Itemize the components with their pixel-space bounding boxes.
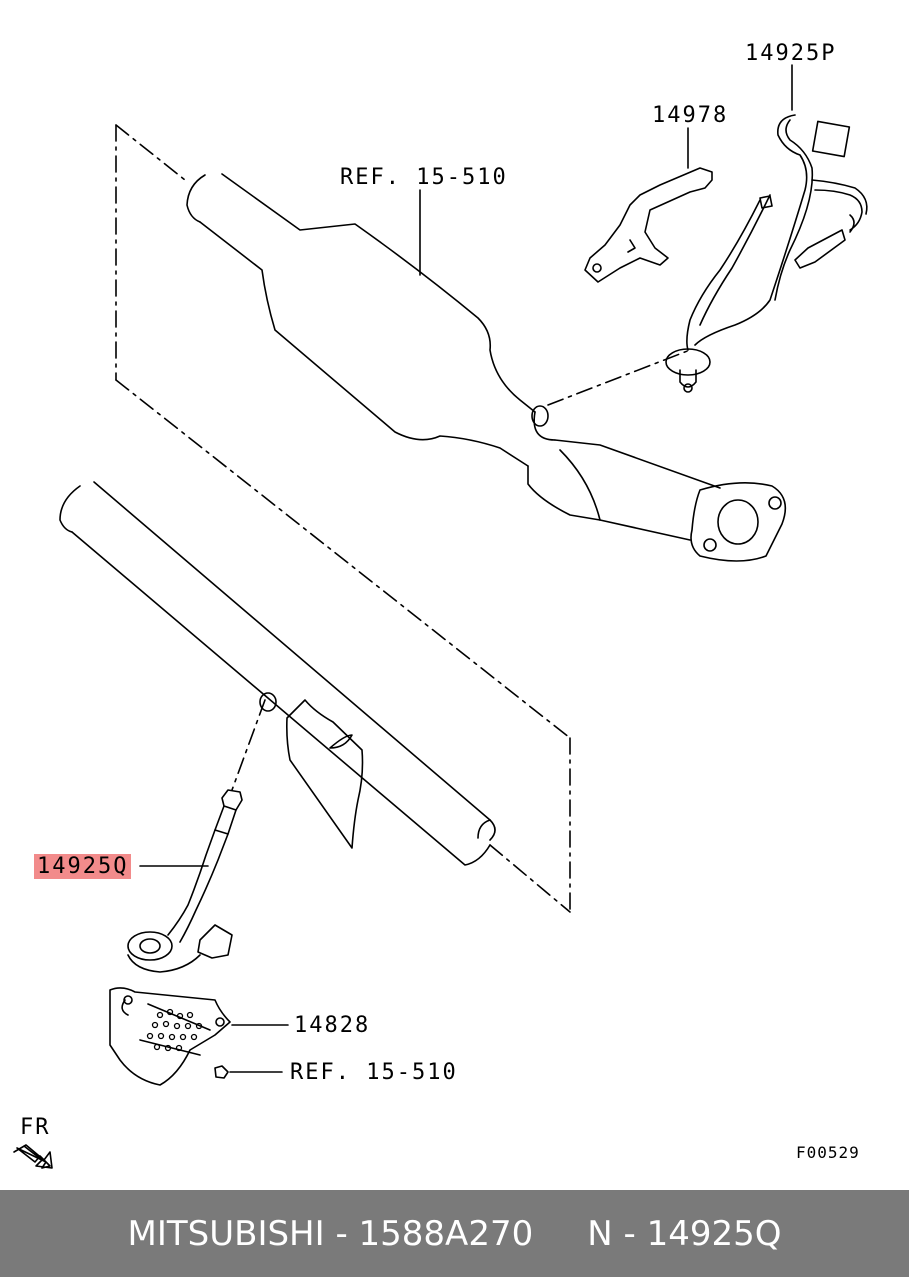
highlighted-part-number: 14925Q (34, 854, 132, 879)
reference-plane (115, 124, 691, 913)
part-label-14925p[interactable]: 14925P (745, 41, 837, 66)
exhaust-pipe (59, 481, 496, 866)
footer-text: MITSUBISHI - 1588A270 N - 14925Q (127, 1213, 782, 1254)
catalytic-converter (186, 173, 787, 562)
heat-protector-14828 (109, 987, 231, 1086)
bracket-14978 (584, 167, 713, 283)
ref-label-top[interactable]: REF. 15-510 (340, 165, 508, 190)
leader-lines (139, 64, 793, 1073)
part-label-14925q[interactable]: 14925Q (34, 854, 132, 879)
oxygen-sensor-14925q (127, 789, 243, 973)
perforation-holes (146, 1008, 203, 1052)
part-label-14828[interactable]: 14828 (294, 1013, 371, 1038)
heat-shield (286, 699, 364, 849)
front-direction-label: FR (20, 1115, 51, 1140)
nut (214, 1065, 229, 1079)
figure-code: F00529 (796, 1143, 860, 1162)
ref-label-bottom[interactable]: REF. 15-510 (290, 1060, 458, 1085)
oxygen-sensor-14925p (665, 114, 868, 393)
front-arrow-icon (13, 1144, 53, 1169)
parts-diagram (13, 64, 868, 1169)
footer-banner: MITSUBISHI - 1588A270 N - 14925Q (0, 1190, 909, 1277)
part-label-14978[interactable]: 14978 (652, 103, 729, 128)
